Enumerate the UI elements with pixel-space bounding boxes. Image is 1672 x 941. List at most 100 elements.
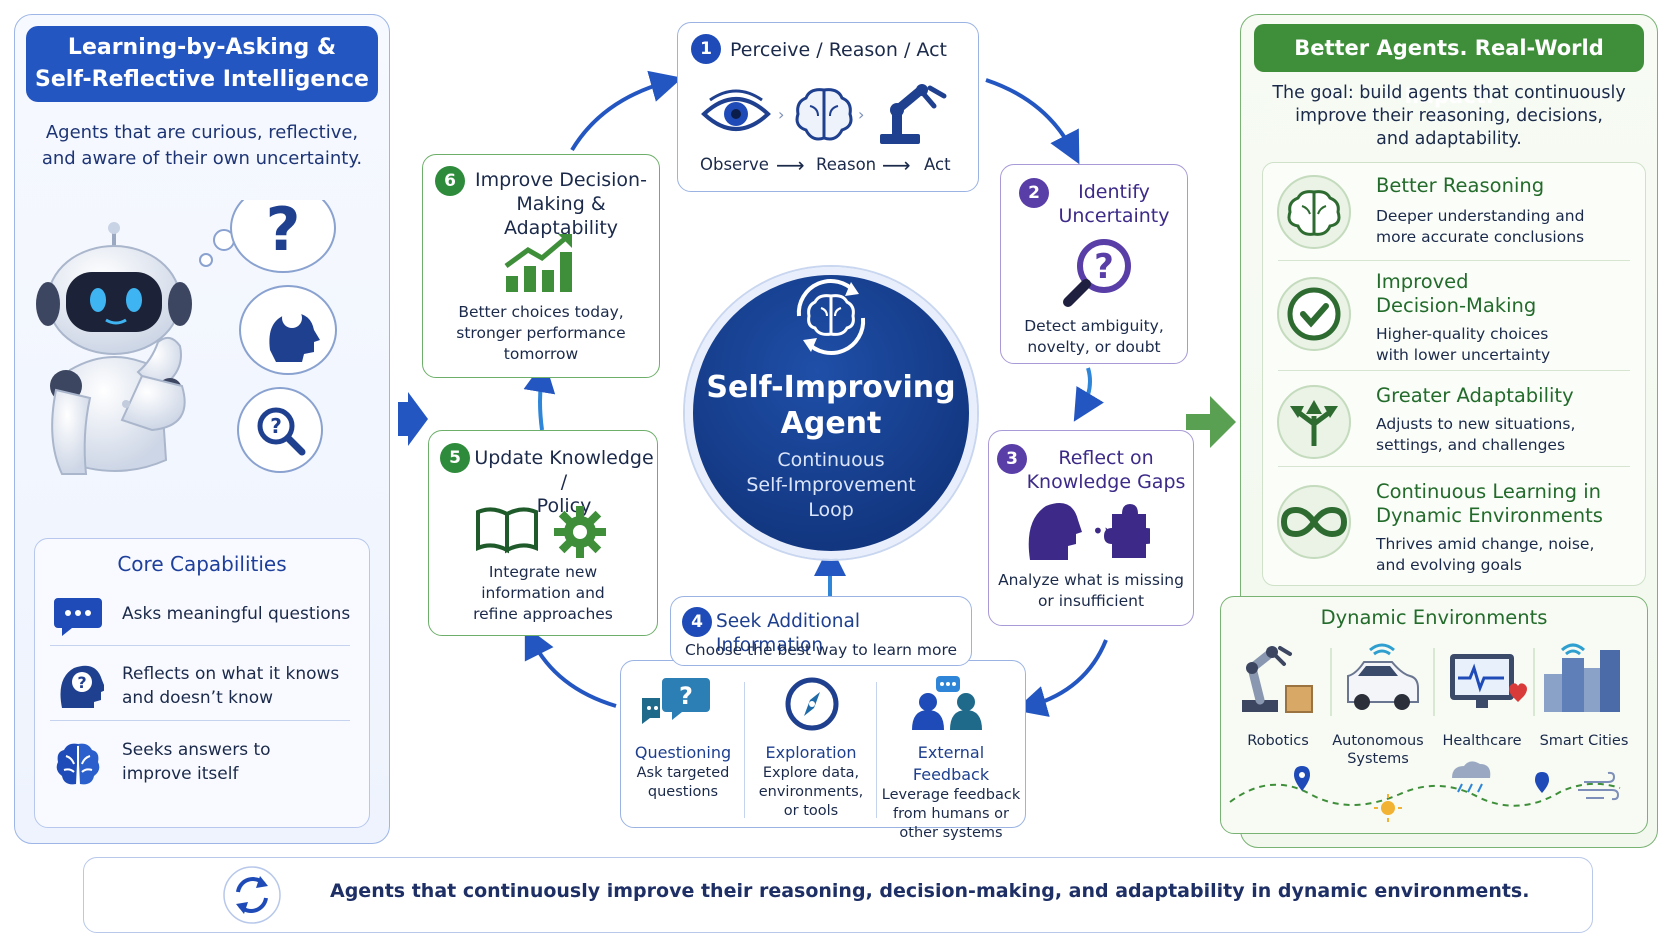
option-title: Exploration <box>765 743 857 762</box>
robotic-arm-icon <box>880 84 947 144</box>
divider <box>876 682 877 818</box>
benefit-title: Continuous Learning in Dynamic Environme… <box>1376 480 1646 528</box>
benefit-title-line: Greater Adaptability <box>1376 384 1574 407</box>
svg-text:?: ? <box>1094 247 1114 287</box>
left-subtitle-line2: and aware of their own uncertainty. <box>41 148 363 169</box>
capability-label: Seeks answers to <box>122 740 271 760</box>
center-title-line: Agent <box>780 406 882 441</box>
capability-item: Seeks answers to improve itself <box>52 736 352 794</box>
capability-item: Asks meaningful questions <box>52 588 352 646</box>
step-title: Perceive / Reason / Act <box>730 39 947 61</box>
brain-icon <box>1277 175 1351 249</box>
robot-arm-icon <box>1242 646 1313 713</box>
right-panel-title: Better Agents. Real-World Impact. <box>1254 24 1644 108</box>
step-number: 4 <box>682 607 712 637</box>
svg-text:?: ? <box>679 682 693 710</box>
capability-label: improve itself <box>122 764 239 784</box>
option-desc: environments, <box>758 784 864 800</box>
divider <box>1278 466 1630 467</box>
option-desc: Ask targeted <box>636 765 730 781</box>
step-number: 3 <box>997 444 1027 474</box>
right-arrow-icon <box>398 392 428 446</box>
step-number: 6 <box>435 166 465 196</box>
step-description: Better choices today, stronger performan… <box>430 302 652 365</box>
env-label: Healthcare <box>1442 733 1522 749</box>
step-title: Seek Additional Information <box>716 611 860 656</box>
brain-icon <box>795 88 853 141</box>
divider <box>50 720 350 721</box>
env-label: Smart Cities <box>1539 733 1629 749</box>
benefit-desc-line: Adjusts to new situations, <box>1376 415 1576 433</box>
step-title: Improve Decision- Making & Adaptability <box>466 168 656 240</box>
svg-text:›: › <box>858 105 864 124</box>
rain-cloud-icon <box>1452 761 1491 793</box>
option-questioning: Questioning Ask targeted questions <box>622 742 744 802</box>
env-smart-cities: Smart Cities <box>1534 732 1634 750</box>
option-desc: questions <box>647 784 719 800</box>
benefit-desc-line: Thrives amid change, noise, <box>1376 535 1595 553</box>
step-description: Integrate new information and refine app… <box>436 562 650 625</box>
benefit-title-line: Dynamic Environments <box>1376 504 1603 527</box>
left-panel-subtitle: Agents that are curious, reflective, and… <box>30 120 374 172</box>
smart-city-icon <box>1544 643 1620 712</box>
core-capabilities-title: Core Capabilities <box>117 552 287 576</box>
capability-label: Reflects on what it knows <box>122 664 340 684</box>
benefit-desc-line: and evolving goals <box>1376 556 1522 574</box>
step-desc-line: or insufficient <box>1037 592 1145 610</box>
growth-chart-icon <box>504 234 572 292</box>
benefit-desc-line: with lower uncertainty <box>1376 346 1551 364</box>
step-desc-line: Better choices today, <box>458 303 624 321</box>
goal-line: and adaptability. <box>1376 129 1522 149</box>
svg-text:?: ? <box>266 200 301 265</box>
wind-icon <box>1578 771 1620 801</box>
env-label: Systems <box>1347 751 1409 767</box>
step-desc-line: refine approaches <box>473 605 613 623</box>
step-4-seek-information <box>670 596 972 666</box>
observe-label: Observe <box>700 155 769 174</box>
benefit-desc: Adjusts to new situations, settings, and… <box>1376 414 1646 456</box>
benefit-title-line: Improved <box>1376 270 1469 293</box>
benefit-title: Better Reasoning <box>1376 174 1646 198</box>
thinking-robot-icon: ? ? <box>36 200 337 475</box>
svg-text:?: ? <box>270 414 282 438</box>
benefit-desc-line: Deeper understanding and <box>1376 207 1585 225</box>
step-number: 2 <box>1019 178 1049 208</box>
step-subtitle: Choose the best way to learn more <box>684 641 958 659</box>
center-title-line: Self-Improving <box>706 370 956 405</box>
step-title: Identify Uncertainty <box>1052 180 1176 228</box>
question-bubbles-icon: ? <box>642 678 710 724</box>
benefit-desc: Thrives amid change, noise, and evolving… <box>1376 534 1646 576</box>
env-label: Autonomous <box>1332 733 1424 749</box>
sun-icon <box>1374 794 1402 822</box>
center-title: Self-Improving Agent <box>685 370 977 442</box>
env-label: Robotics <box>1247 733 1309 749</box>
check-circle-icon <box>1277 277 1351 351</box>
dynamic-environments-title: Dynamic Environments <box>1320 606 1548 629</box>
divider <box>744 682 745 818</box>
center-sub-line: Loop <box>808 499 854 521</box>
step-desc-line: information and <box>481 584 605 602</box>
option-desc: Explore data, <box>762 765 860 781</box>
divider <box>1278 370 1630 371</box>
benefit-title: Improved Decision-Making <box>1376 270 1646 318</box>
option-desc: other systems <box>899 825 1003 841</box>
loop-arrows <box>523 70 1108 717</box>
benefit-desc: Deeper understanding and more accurate c… <box>1376 206 1646 248</box>
option-title: External Feedback <box>912 743 990 784</box>
left-subtitle-line1: Agents that are curious, reflective, <box>45 122 359 143</box>
banner-text: Agents that continuously improve their r… <box>330 880 1530 902</box>
benefit-title: Greater Adaptability <box>1376 384 1646 408</box>
refresh-cycle-icon <box>223 866 281 924</box>
head-puzzle-icon: •› <box>1028 503 1150 560</box>
step-description: Analyze what is missing or insufficient <box>996 570 1186 612</box>
capability-label: Asks meaningful questions <box>122 604 351 624</box>
goal-line: The goal: build agents that continuously <box>1272 83 1626 103</box>
right-panel-goal: The goal: build agents that continuously… <box>1254 82 1644 151</box>
svg-text:›: › <box>778 105 784 124</box>
eye-icon <box>701 89 771 131</box>
benefit-desc-line: settings, and challenges <box>1376 436 1566 454</box>
option-exploration: Exploration Explore data, environments, … <box>748 742 874 821</box>
capability-label: and doesn’t know <box>122 688 274 708</box>
reason-label: Reason <box>816 155 877 174</box>
people-feedback-icon <box>912 676 982 730</box>
